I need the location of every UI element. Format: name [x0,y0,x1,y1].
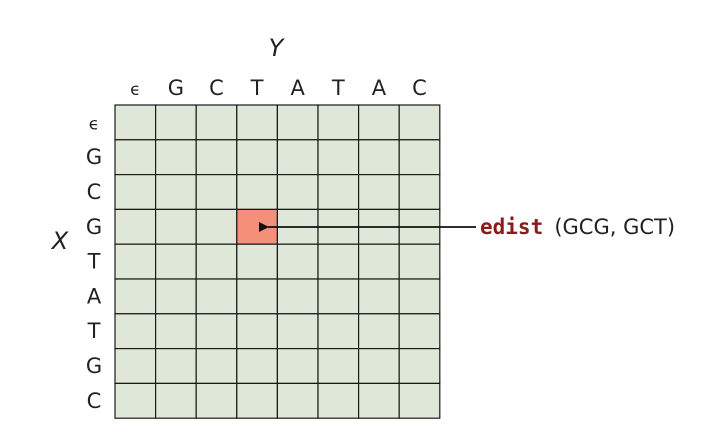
matrix-cell [155,313,197,350]
edit-distance-matrix [114,104,441,419]
matrix-cell [317,313,360,350]
matrix-cell [317,139,360,176]
matrix-cell [358,174,400,211]
matrix-cell [398,382,441,419]
matrix-cell [114,104,157,141]
matrix-cell [398,243,441,280]
y-sequence-char: A [372,76,387,100]
matrix-cell [358,243,400,280]
matrix-cell [317,348,360,385]
x-sequence-char: T [87,319,101,343]
y-sequence-char: A [291,76,306,100]
matrix-cell [155,208,197,245]
matrix-cell [155,382,197,419]
matrix-cell [195,382,238,419]
matrix-cell [398,104,441,141]
y-sequence-char: T [250,76,264,100]
matrix-cell [114,208,157,245]
matrix-cell [155,104,197,141]
x-sequence-char: C [87,180,102,204]
matrix-cell [358,313,400,350]
matrix-cell [398,174,441,211]
matrix-cell [317,278,360,315]
matrix-cell [195,174,238,211]
matrix-cell [195,243,238,280]
matrix-cell [195,348,238,385]
matrix-cell [114,278,157,315]
matrix-cell [114,348,157,385]
matrix-cell [358,104,400,141]
x-sequence-char: G [86,354,102,378]
matrix-cell [155,139,197,176]
matrix-cell [195,139,238,176]
matrix-cell [276,278,319,315]
x-axis-name: X [50,227,69,255]
matrix-cell [276,139,319,176]
matrix-cell [114,313,157,350]
matrix-cell [276,174,319,211]
y-sequence-char: ϵ [130,80,140,100]
matrix-cell [317,174,360,211]
matrix-cell [195,313,238,350]
matrix-cell [276,348,319,385]
y-sequence-char: G [168,76,184,100]
annotation-args: (GCG, GCT) [554,215,675,239]
matrix-cell [317,243,360,280]
x-sequence-char: G [86,145,102,169]
matrix-cell [195,208,238,245]
matrix-cell [155,243,197,280]
x-sequence-char: C [87,389,102,413]
matrix-cell [236,139,279,176]
annotation-function: edist [480,215,543,239]
y-sequence-char: C [412,76,427,100]
matrix-cell [358,139,400,176]
matrix-cell [276,243,319,280]
matrix-cell [236,278,279,315]
matrix-cell [317,382,360,419]
matrix-cell [114,174,157,211]
matrix-cell [195,278,238,315]
matrix-cell [114,382,157,419]
matrix-cell [398,139,441,176]
x-sequence-char: ϵ [89,114,99,134]
matrix-cell [114,139,157,176]
matrix-cell [398,278,441,315]
x-sequence-char: G [86,215,102,239]
matrix-cell [276,313,319,350]
matrix-cell [358,382,400,419]
matrix-cell [236,243,279,280]
matrix-cell [236,382,279,419]
matrix-cell [236,313,279,350]
matrix-cell [398,313,441,350]
matrix-cell [317,104,360,141]
matrix-cell [276,382,319,419]
y-axis-name: Y [269,34,286,62]
matrix-cell [358,348,400,385]
matrix-cell [155,348,197,385]
x-sequence-char: A [87,284,102,308]
y-sequence-char: T [331,76,345,100]
matrix-cell [276,104,319,141]
x-sequence-char: T [87,250,101,274]
matrix-cell [236,348,279,385]
matrix-cell [155,174,197,211]
matrix-cell [398,348,441,385]
matrix-cell [155,278,197,315]
annotation-label: edist (GCG, GCT) [480,215,675,239]
matrix-cell [195,104,238,141]
matrix-cell [236,174,279,211]
matrix-cell [236,104,279,141]
matrix-cell [114,243,157,280]
y-sequence-char: C [209,76,224,100]
matrix-cell [358,278,400,315]
